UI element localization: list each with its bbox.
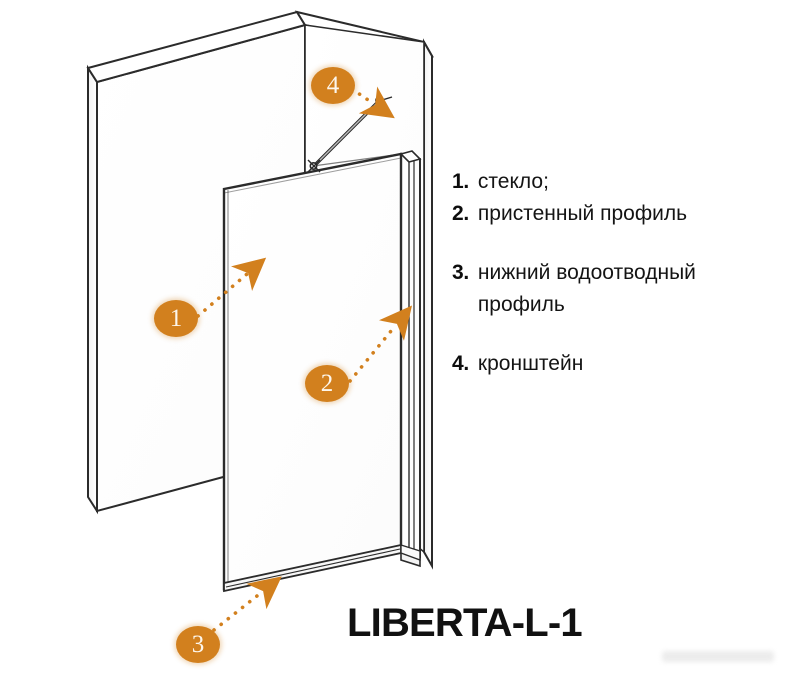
parts-legend: 1. стекло; 2. пристенный профиль 3. нижн… [452,166,792,380]
leader-lines [196,86,412,632]
legend-label-2: пристенный профиль [477,202,688,225]
leader-line-2 [348,305,412,383]
legend-number-2: 2. [452,202,469,225]
callout-badge-1[interactable]: 1 [154,300,198,337]
callout-number-4: 4 [326,72,340,99]
legend-label-3: нижний водоотводный профиль [477,261,696,316]
leader-line-3 [212,576,282,632]
callout-number-1: 1 [169,305,183,332]
legend-item-2: 2. пристенный профиль [452,198,792,230]
legend-label-4: кронштейн [477,352,584,375]
watermark [662,651,774,662]
legend-item-4: 4. кронштейн [452,348,792,380]
wall-mount-profile [399,150,422,568]
callout-number-3: 3 [191,631,205,658]
legend-item-3: 3. нижний водоотводный профиль [452,257,792,321]
callout-badge-3[interactable]: 3 [176,626,220,663]
callout-badge-2[interactable]: 2 [305,365,349,402]
callout-number-2: 2 [320,370,334,397]
legend-number-4: 4. [452,352,469,375]
legend-label-1: стекло; [477,170,549,193]
callout-badge-4[interactable]: 4 [311,67,355,104]
legend-number-1: 1. [452,170,469,193]
leader-line-1 [196,257,267,318]
legend-item-1: 1. стекло; [452,166,792,198]
product-title: LIBERTA-L-1 [347,601,583,645]
legend-number-3: 3. [452,261,469,284]
